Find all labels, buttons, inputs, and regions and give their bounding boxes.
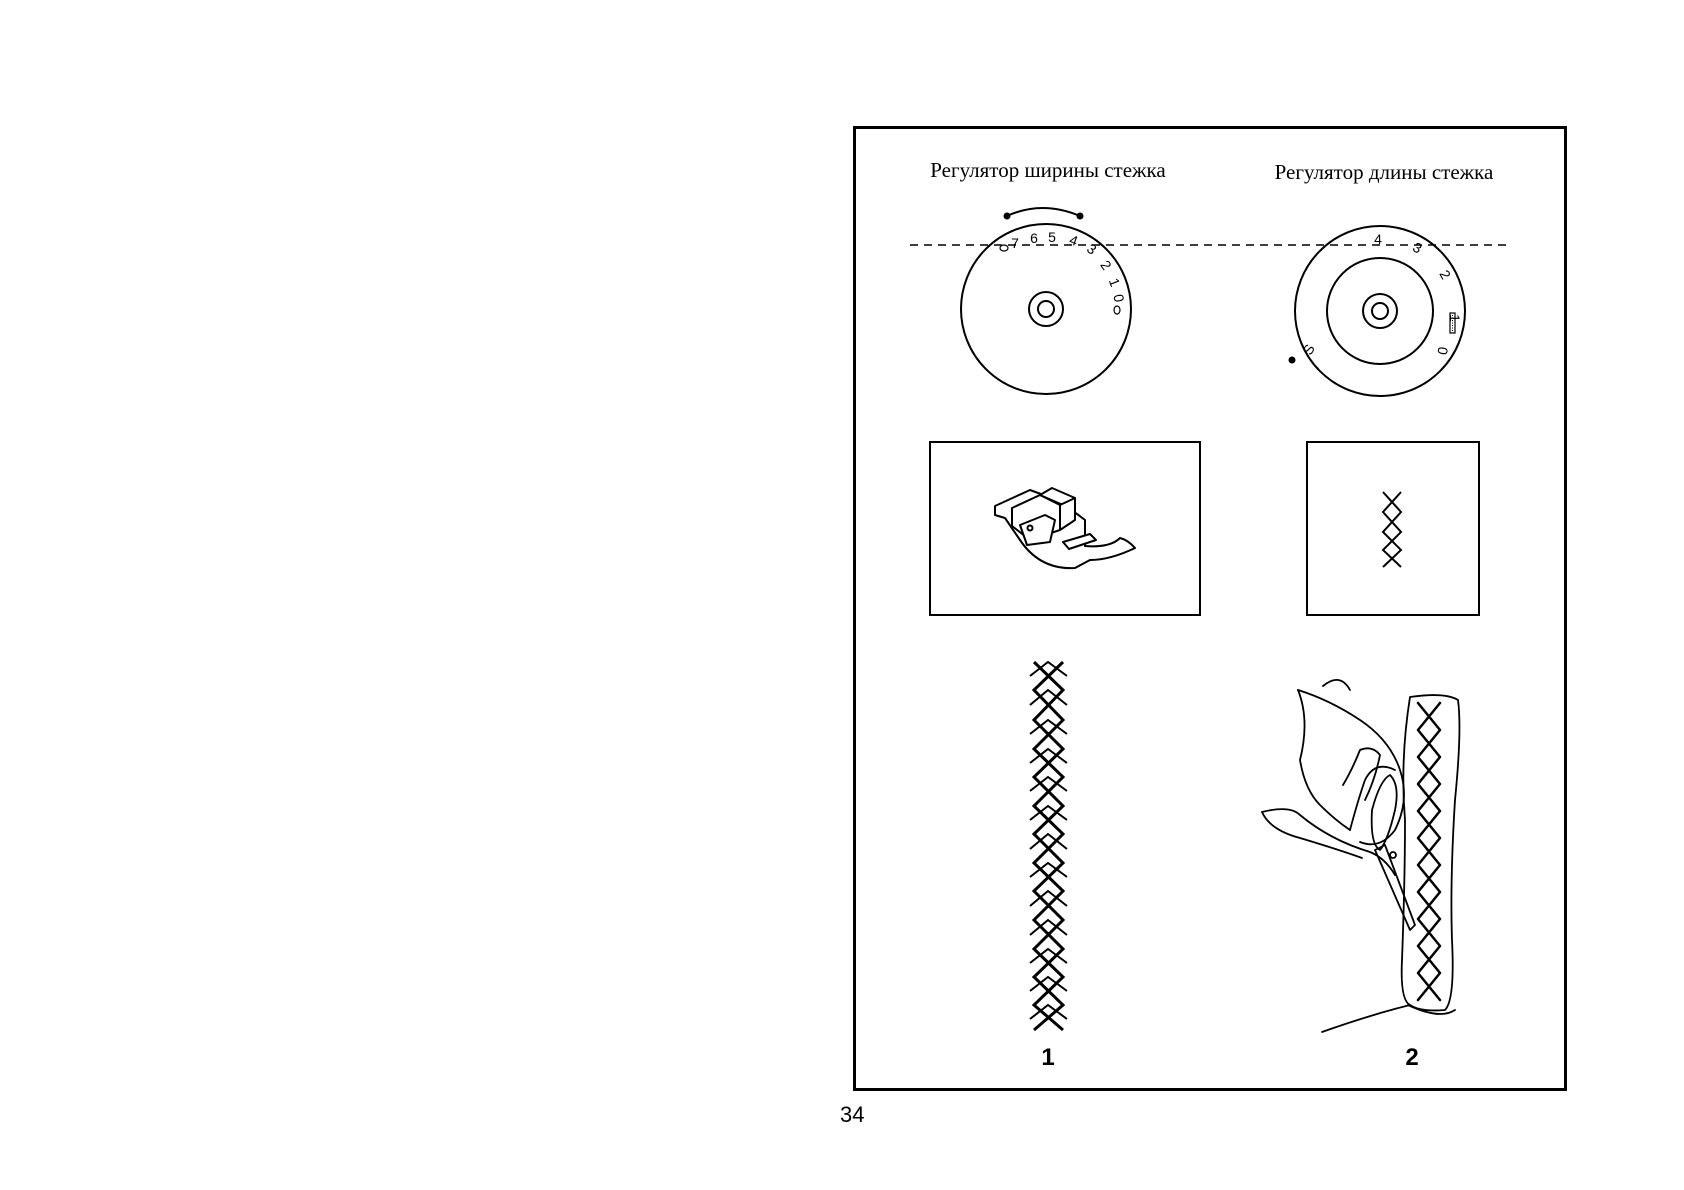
width-mark-5: 5 <box>1048 229 1056 245</box>
width-mark-4: 4 <box>1067 231 1080 249</box>
hand-cutting-fabric-icon <box>1261 679 1461 1033</box>
length-mark-s: S <box>1299 341 1318 357</box>
length-mark-3: 3 <box>1410 239 1425 257</box>
figure-number-2: 2 <box>1405 1044 1419 1071</box>
length-mark-4: 4 <box>1374 231 1382 247</box>
width-mark-2: 2 <box>1097 257 1115 273</box>
width-mark-6: 6 <box>1030 230 1038 246</box>
stitch-width-dial-icon: 7 6 5 4 3 2 1 0 <box>960 207 1132 395</box>
width-mark-7: 7 <box>1011 235 1019 251</box>
length-mark-2: 2 <box>1436 267 1454 282</box>
length-dial-title: Регулятор длины стежка <box>1274 160 1494 184</box>
width-mark-0: 0 <box>1110 293 1127 304</box>
presser-foot-box <box>929 441 1201 616</box>
stitch-length-dial-icon: S 4 3 2 1 0 <box>1288 225 1466 397</box>
width-dial-title: Регулятор ширины стежка <box>930 158 1166 182</box>
width-mark-1: 1 <box>1106 276 1124 289</box>
width-mark-3: 3 <box>1084 240 1100 258</box>
figure-number-1: 1 <box>1041 1044 1055 1071</box>
length-mark-0: 0 <box>1434 346 1451 357</box>
cross-stitch-column-icon <box>1029 660 1068 1032</box>
manual-page-frame <box>853 126 1567 1091</box>
cross-stitch-icon <box>1381 491 1403 568</box>
page-number: 34 <box>840 1102 865 1127</box>
presser-foot-icon <box>994 487 1136 570</box>
stitch-sample-box <box>1306 441 1480 616</box>
